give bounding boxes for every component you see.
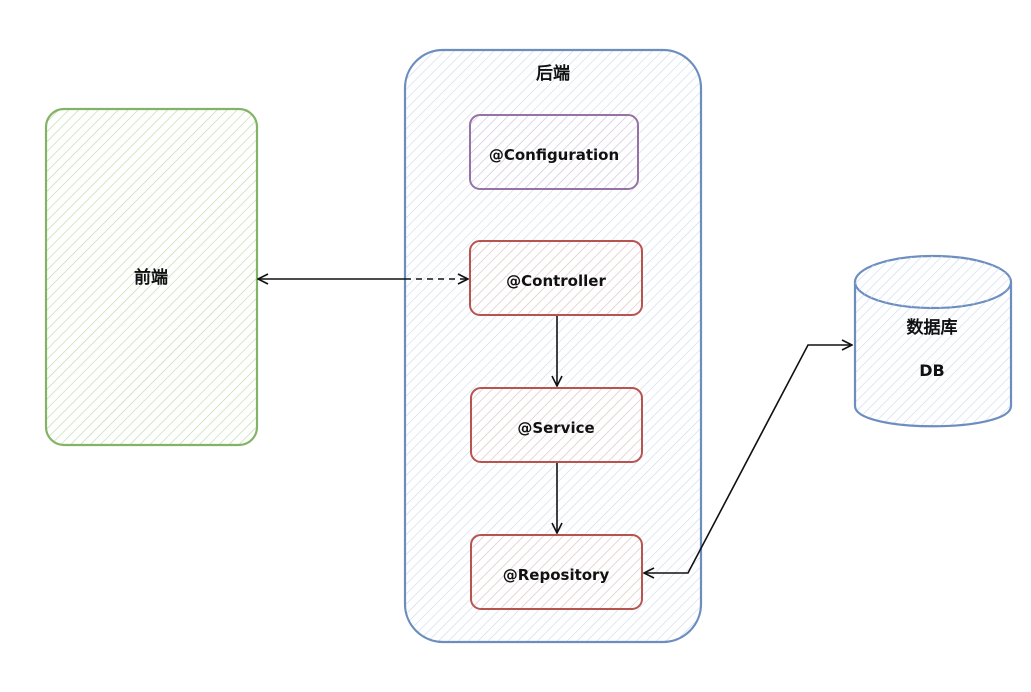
controller-node[interactable]: @Controller xyxy=(469,240,643,316)
frontend-node[interactable]: 前端 xyxy=(44,107,259,447)
database-cylinder-body xyxy=(853,282,1013,428)
service-box xyxy=(470,387,643,463)
repository-node[interactable]: @Repository xyxy=(470,534,643,610)
backend-title: 后端 xyxy=(536,63,570,84)
repository-database-arrow xyxy=(644,345,852,573)
service-label: @Service xyxy=(517,419,594,437)
database-label: 数据库 xyxy=(907,317,958,338)
database-cylinder-top-hatch xyxy=(855,256,1011,308)
configuration-node[interactable]: @Configuration xyxy=(469,114,639,190)
configuration-box xyxy=(469,114,639,190)
configuration-label: @Configuration xyxy=(489,146,619,164)
service-node[interactable]: @Service xyxy=(470,387,643,463)
controller-label: @Controller xyxy=(506,272,606,290)
controller-box xyxy=(469,240,643,316)
frontend-label: 前端 xyxy=(134,267,168,288)
repository-box xyxy=(470,534,643,610)
repository-label: @Repository xyxy=(503,566,610,584)
database-sublabel: DB xyxy=(919,361,944,380)
database-node[interactable]: 数据库 DB xyxy=(853,254,1013,428)
